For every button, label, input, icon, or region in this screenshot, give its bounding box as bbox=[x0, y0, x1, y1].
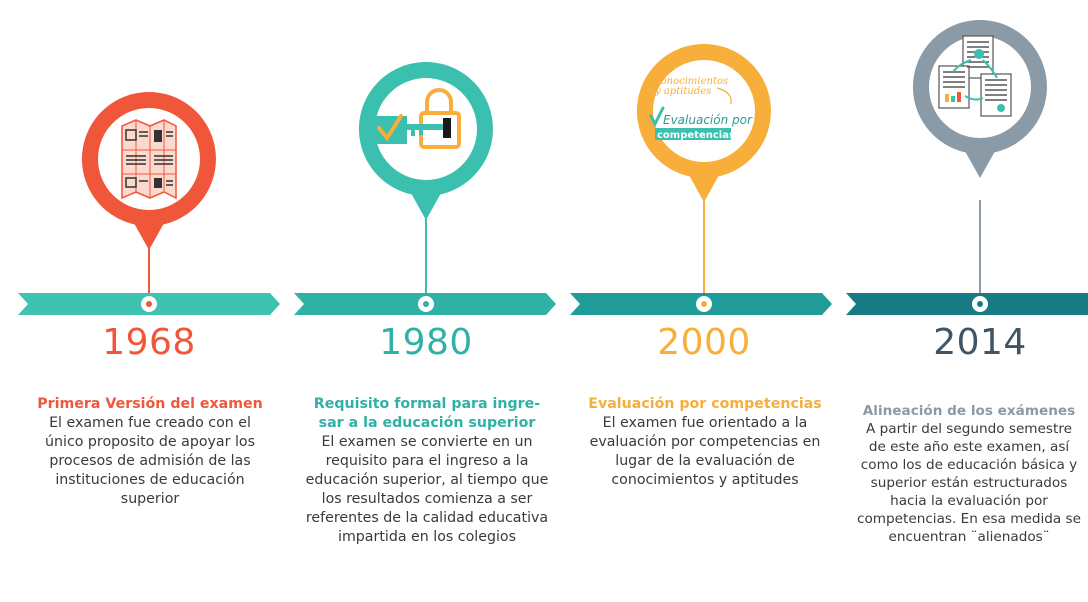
timeline-dot-1980 bbox=[418, 296, 434, 312]
milestone-title: Primera Versión del examen bbox=[37, 396, 263, 412]
icon-text-aptitudes: y aptitudes bbox=[654, 86, 711, 97]
milestone-description: A partir del segundo semestre de este añ… bbox=[857, 421, 1081, 545]
milestone-title: Requisito formal para ingre-sar a la edu… bbox=[313, 396, 541, 431]
pin-2014 bbox=[912, 20, 1047, 178]
timeline-arrow-4 bbox=[846, 293, 1088, 315]
year-1980: 1980 bbox=[379, 322, 473, 363]
pin-stem-2000 bbox=[703, 200, 705, 298]
milestone-2014: Alineación de los exámenes A partir del … bbox=[850, 402, 1088, 546]
year-2000: 2000 bbox=[657, 322, 751, 363]
milestone-1968: Primera Versión del examen El examen fue… bbox=[19, 395, 281, 509]
milestone-description: El examen fue orientado a la evaluación … bbox=[589, 415, 821, 488]
icon-text-conocimientos: Conocimientos bbox=[653, 76, 728, 87]
year-1968: 1968 bbox=[102, 322, 196, 363]
milestone-description: El examen fue creado con el único propos… bbox=[45, 415, 255, 507]
key-lock-icon bbox=[375, 88, 461, 149]
pin-1968 bbox=[81, 92, 216, 250]
milestone-description: El examen se convierte en un requisito p… bbox=[305, 434, 549, 545]
pin-stem-1980 bbox=[425, 200, 427, 298]
competencias-icon: Conocimientos y aptitudes Evaluación por… bbox=[649, 76, 753, 141]
timeline-dot-2000 bbox=[696, 296, 712, 312]
linked-documents-icon bbox=[938, 35, 1012, 117]
pin-2000: Conocimientos y aptitudes Evaluación por… bbox=[636, 44, 771, 202]
icon-text-evaluacion: Evaluación por bbox=[663, 113, 753, 127]
icon-text-competencias: competencias bbox=[657, 130, 735, 141]
folded-documents-icon bbox=[121, 119, 177, 200]
milestone-title: Evaluación por competencias bbox=[588, 396, 822, 412]
timeline-dot-2014 bbox=[972, 296, 988, 312]
year-2014: 2014 bbox=[933, 322, 1027, 363]
pin-1980 bbox=[358, 62, 493, 220]
milestone-2000: Evaluación por competencias El examen fu… bbox=[574, 395, 836, 490]
timeline-dot-1968 bbox=[141, 296, 157, 312]
milestone-1980: Requisito formal para ingre-sar a la edu… bbox=[296, 395, 558, 547]
milestone-title: Alineación de los exámenes bbox=[862, 403, 1076, 419]
pin-stem-2014 bbox=[979, 200, 981, 298]
